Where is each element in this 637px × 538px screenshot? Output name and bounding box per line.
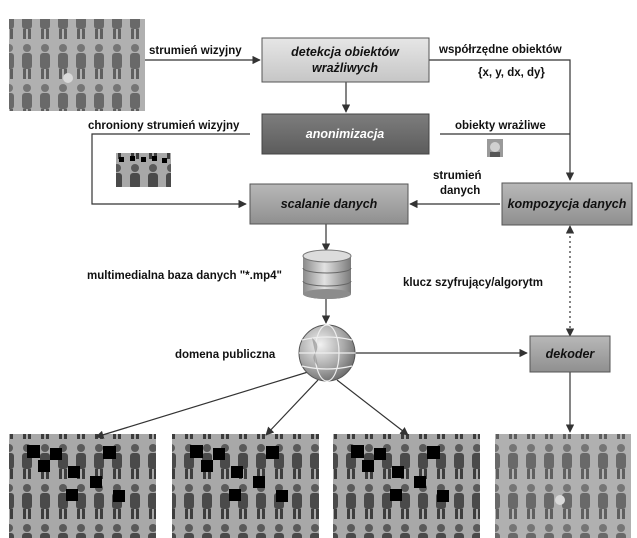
detection-box: detekcja obiektów wrażliwych: [261, 37, 430, 83]
output-frame-3: [333, 434, 480, 538]
label-data-stream-1: strumień: [433, 170, 482, 182]
decoder-box-label: dekoder: [546, 347, 596, 361]
label-database: multimedialna baza danych "*.mp4": [87, 270, 282, 282]
output-frame-1: [9, 434, 156, 538]
output-frame-2: [172, 434, 319, 538]
sensitive-object-face-thumbnail: [487, 139, 503, 157]
arrow-detection-to-composition: [429, 59, 575, 181]
anonymization-box: anonimizacja: [261, 113, 430, 155]
label-protected-stream: chroniony strumień wizyjny: [88, 120, 240, 132]
anonymization-box-label: anonimizacja: [306, 127, 385, 141]
label-data-stream-2: danych: [440, 185, 480, 197]
highlighted-face: [63, 73, 73, 83]
merge-box-label: scalanie danych: [281, 197, 378, 211]
decoder-box: dekoder: [529, 335, 611, 373]
label-sensitive-objects: obiekty wrażliwe: [455, 120, 546, 132]
composition-box: kompozycja danych: [501, 182, 633, 226]
database-icon: [302, 249, 352, 299]
merge-box: scalanie danych: [249, 183, 409, 225]
label-public-domain: domena publiczna: [175, 349, 276, 361]
output-frame-decoded: [495, 434, 631, 538]
arrow-globe-to-frame-3: [336, 379, 409, 436]
composition-box-label: kompozycja danych: [508, 197, 627, 211]
label-coords-1: współrzędne obiektów: [438, 44, 562, 56]
anonymized-stream-thumbnail: [116, 153, 171, 187]
globe-icon: [298, 324, 356, 382]
label-coords-2: {x, y, dx, dy}: [478, 67, 545, 79]
detection-box-label-1: detekcja obiektów: [291, 45, 400, 59]
label-video-stream: strumień wizyjny: [149, 45, 242, 57]
label-encryption-key: klucz szyfrujący/algorytm: [403, 277, 543, 289]
arrow-globe-to-frame-1: [95, 371, 309, 439]
input-video-frame: [9, 19, 145, 111]
detection-box-label-2: wrażliwych: [312, 61, 378, 75]
arrow-anonymization-to-merge: [91, 133, 250, 209]
arrow-globe-to-frame-2: [265, 379, 319, 436]
connectors: [91, 55, 575, 439]
